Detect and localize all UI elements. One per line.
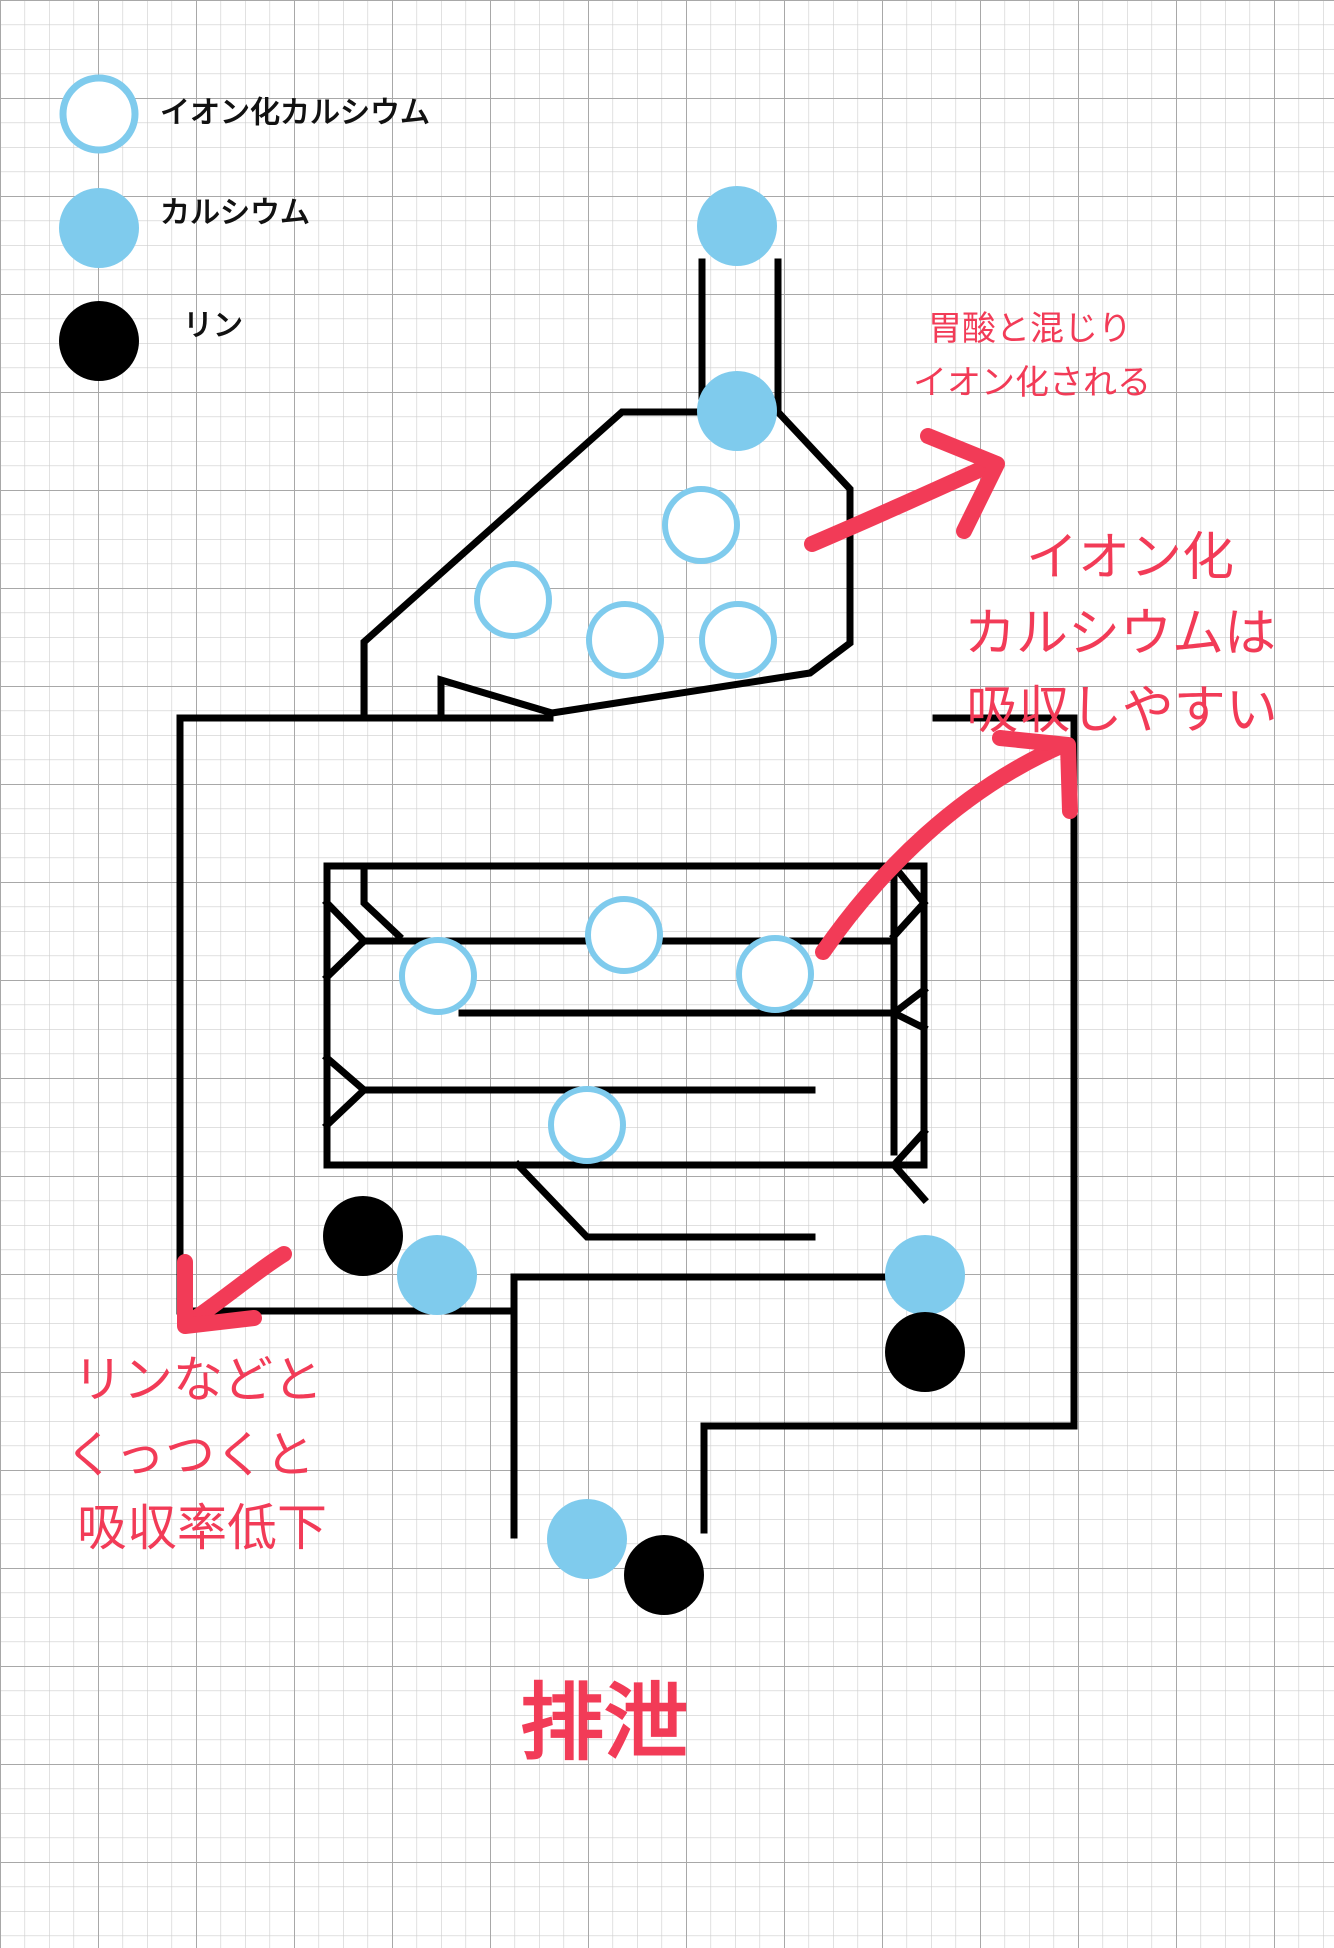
- bind-note-line3: 吸収率低下: [77, 1499, 327, 1557]
- stomach-note-line1: 胃酸と混じり: [928, 309, 1132, 349]
- ionized-calcium-legend-icon: [59, 74, 139, 154]
- absorb-note-line3: 吸収しやすい: [966, 681, 1277, 741]
- small-intestine-entry: [360, 869, 404, 941]
- phosphorus-particle: [885, 1312, 965, 1392]
- phosphorus-legend-icon: [59, 301, 139, 381]
- bind-note-line2: くっつくと: [65, 1426, 315, 1484]
- arrowhead-icon: [177, 1254, 262, 1334]
- fold-right-3: [889, 1127, 929, 1204]
- fold-right-2: [889, 985, 929, 1018]
- legend-label-phosphorus: リン: [183, 309, 243, 344]
- excretion-label: 排泄: [520, 1674, 688, 1772]
- calcium-particle: [885, 1235, 965, 1315]
- stomach-upper-wall: [360, 408, 706, 722]
- calcium-particle: [397, 1235, 477, 1315]
- ionized-calcium-particle: [399, 937, 477, 1015]
- calcium-particle: [697, 371, 777, 451]
- calcium-legend-icon: [59, 188, 139, 268]
- fold-left-1b: [322, 898, 369, 946]
- ionized-calcium-particle: [548, 1086, 626, 1164]
- ionized-calcium-particle: [585, 896, 663, 974]
- small-intestine-exit: [513, 1160, 816, 1241]
- ionized-calcium-particle: [736, 935, 814, 1013]
- curved-arrow-icon: [815, 737, 1071, 960]
- absorb-note-line1: イオン化: [1026, 528, 1234, 588]
- calcium-particle: [547, 1499, 627, 1579]
- phosphorus-particle: [624, 1535, 704, 1615]
- arrowhead-icon: [992, 730, 1078, 819]
- stomach-note-line2: イオン化される: [913, 363, 1151, 403]
- curved-arrow-icon: [182, 1246, 292, 1330]
- curved-arrow-icon: [804, 457, 998, 552]
- legend-label-ionized-calcium: イオン化カルシウム: [160, 96, 430, 131]
- calcium-particle: [697, 186, 777, 266]
- large-intestine-left: [176, 714, 554, 1315]
- ionized-calcium-particle: [699, 601, 777, 679]
- phosphorus-particle: [323, 1196, 403, 1276]
- particles: [323, 186, 965, 1615]
- absorb-note-line2: カルシウムは: [964, 604, 1276, 664]
- legend: イオン化カルシウム カルシウム リン: [59, 74, 430, 381]
- bind-note-line1: リンなどと: [73, 1351, 323, 1409]
- ionized-calcium-particle: [474, 561, 552, 639]
- ionized-calcium-particle: [662, 486, 740, 564]
- arrowhead-icon: [920, 428, 1005, 539]
- large-intestine-right: [700, 714, 1078, 1534]
- stomach-lower-wall: [437, 407, 854, 722]
- ionized-calcium-particle: [586, 601, 664, 679]
- legend-label-calcium: カルシウム: [160, 196, 310, 231]
- annotation-arrows: [177, 428, 1078, 1334]
- fold-right-1: [889, 861, 929, 941]
- annotations: 胃酸と混じり イオン化される イオン化 カルシウムは 吸収しやすい リンなどと …: [65, 309, 1278, 1772]
